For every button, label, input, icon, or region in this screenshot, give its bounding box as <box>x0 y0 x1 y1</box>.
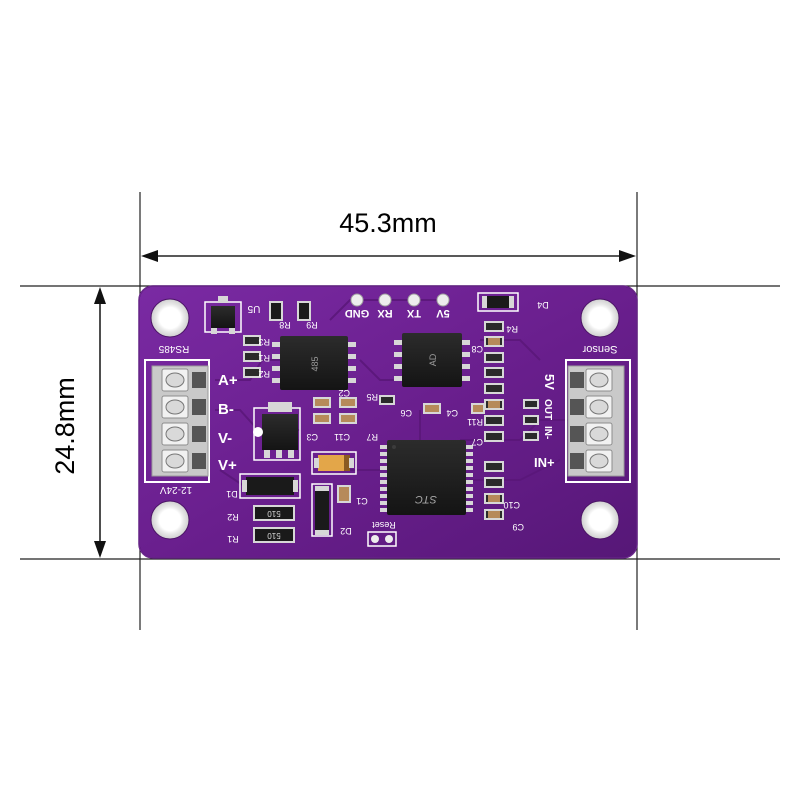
label-r1: R1 <box>258 353 270 363</box>
label-d1: D1 <box>226 489 238 499</box>
left-column-resistors: R3 R1 R2 <box>243 335 270 379</box>
right-pin-label-3: IN- <box>542 426 553 439</box>
misc-passives <box>379 395 539 441</box>
label-c8: C8 <box>471 344 483 354</box>
label-d2: D2 <box>340 526 352 536</box>
label-c7: C7 <box>471 437 483 447</box>
arrowhead-up <box>94 287 106 304</box>
arrowhead-left <box>141 250 158 262</box>
amplifier-chip: AD <box>394 333 470 387</box>
label-r7: R7 <box>366 432 378 442</box>
label-r3: R3 <box>258 337 270 347</box>
reset-pads: Reset <box>367 520 397 547</box>
label-r4: R4 <box>506 324 518 334</box>
left-pin-label-2: B- <box>218 401 234 418</box>
label-u5: U5 <box>247 303 260 314</box>
label-r1-bottom: R1 <box>227 534 239 544</box>
label-c6: C6 <box>400 408 412 418</box>
left-pin-labels: A+ B- V- V+ <box>218 372 238 474</box>
mcu-brand-marking: STC <box>415 493 437 505</box>
top-pin-pads <box>350 293 450 307</box>
tantalum-capacitor <box>311 451 357 475</box>
label-r8: R8 <box>279 320 291 330</box>
diode-d1: D1 <box>226 473 301 499</box>
capacitor-c1: C1 <box>337 485 368 506</box>
resistor-510-pair: 510 510 R2 R1 <box>227 505 295 544</box>
middle-capacitors: C3 C11 R7 C2 R5 C6 C4 <box>306 388 485 442</box>
label-reset: Reset <box>372 520 396 530</box>
amplifier-chip-marking: AD <box>428 353 438 366</box>
rs485-header-label: RS485 <box>158 343 189 354</box>
label-c10: C10 <box>503 500 520 510</box>
top-pin-label-2: RX <box>377 307 393 319</box>
d4-led: D4 <box>477 292 549 312</box>
label-r9: R9 <box>306 320 318 330</box>
label-510-b: 510 <box>267 531 281 540</box>
label-r2-bottom: R2 <box>227 512 239 522</box>
label-c11: C11 <box>334 432 350 442</box>
voltage-note-label: 12-24V <box>160 484 193 495</box>
label-c3: C3 <box>306 432 318 442</box>
top-pin-label-1: GND <box>345 307 370 319</box>
left-header-rs485: RS485 12-24V <box>144 343 210 495</box>
u5-regulator: U5 <box>204 296 260 334</box>
top-pin-labels: GND RX TX 5V <box>345 307 450 319</box>
label-r5: R5 <box>366 392 378 402</box>
right-pin-label-1: 5V <box>542 374 557 390</box>
right-pin-labels: 5V OUT IN- IN+ <box>534 374 557 470</box>
top-resistors: R8 R9 <box>269 301 318 330</box>
left-pin-label-4: V+ <box>218 457 237 474</box>
label-c1: C1 <box>356 496 368 506</box>
sensor-header-label: Sensor <box>582 343 617 355</box>
label-c2: C2 <box>338 388 350 398</box>
right-header-sensor: Sensor <box>565 343 631 483</box>
pcb-board: RS485 12-24V A+ B- V- V+ <box>138 285 638 559</box>
arrowhead-down <box>94 541 106 558</box>
width-dimension-label: 45.3mm <box>339 208 437 238</box>
label-c9: C9 <box>512 522 524 532</box>
mounting-holes <box>150 298 620 540</box>
label-r11: R11 <box>467 417 483 427</box>
left-pin-label-1: A+ <box>218 372 238 389</box>
top-pin-label-4: 5V <box>436 307 450 319</box>
arrowhead-right <box>619 250 636 262</box>
sot223-regulator <box>253 402 301 461</box>
mcu-chip: STC <box>380 440 473 515</box>
label-r2: R2 <box>258 369 270 379</box>
rs485-chip-marking: 485 <box>310 356 320 371</box>
right-pin-label-2: OUT <box>542 399 553 420</box>
left-pin-label-3: V- <box>218 430 232 447</box>
diode-d2: D2 <box>311 483 352 537</box>
rs485-transceiver-chip: 485 <box>272 336 356 390</box>
height-dimension-label: 24.8mm <box>49 377 80 475</box>
right-pin-label-4: IN+ <box>534 455 555 470</box>
top-pin-label-3: TX <box>406 307 421 319</box>
label-510-a: 510 <box>267 509 281 518</box>
label-d4: D4 <box>537 300 549 310</box>
label-c4: C4 <box>446 408 458 418</box>
dimension-arrowheads <box>94 250 636 558</box>
